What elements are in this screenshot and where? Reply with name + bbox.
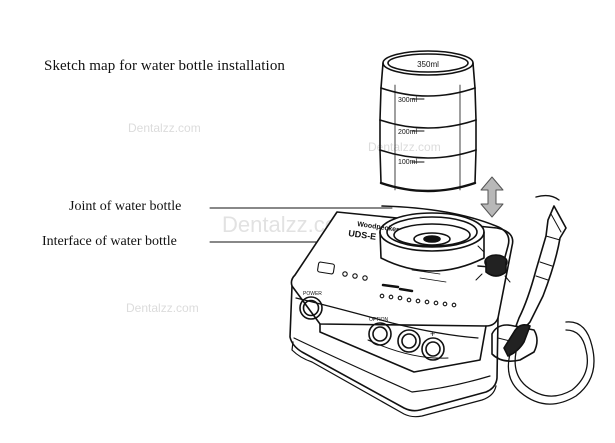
- bottle-mark-100: 100ml: [398, 159, 418, 166]
- watermark: Dentalzz.com: [368, 140, 441, 154]
- watermark: Dentalzz.com: [128, 121, 201, 135]
- watermark: Dentalzz.com: [126, 301, 199, 315]
- callout-joint-label: Joint of water bottle: [69, 199, 182, 214]
- callout-interface-label: Interface of water bottle: [42, 234, 177, 249]
- power-button[interactable]: [299, 296, 323, 320]
- water-bottle: [379, 50, 477, 193]
- power-button-label: POWER: [303, 291, 322, 297]
- double-arrow-icon: [480, 176, 504, 218]
- indicator-panel: [317, 261, 457, 308]
- option-button-label: OPTION: [369, 317, 389, 323]
- minus-button[interactable]: [397, 329, 421, 353]
- power-knob-dial: [475, 245, 511, 283]
- minus-button-label: −: [406, 320, 411, 330]
- model-label: UDS-E: [348, 228, 377, 242]
- handpiece-cable: [507, 321, 595, 405]
- bottle-mark-300: 300ml: [398, 97, 418, 104]
- diagram-title: Sketch map for water bottle installation: [44, 58, 286, 74]
- plus-button-label: +: [430, 329, 435, 339]
- bottle-mark-200: 200ml: [398, 129, 418, 136]
- plus-button[interactable]: [421, 337, 445, 361]
- bottle-interface-socket: [379, 212, 485, 272]
- scaler-handpiece: [503, 194, 567, 357]
- bottle-capacity-label: 350ml: [417, 60, 439, 69]
